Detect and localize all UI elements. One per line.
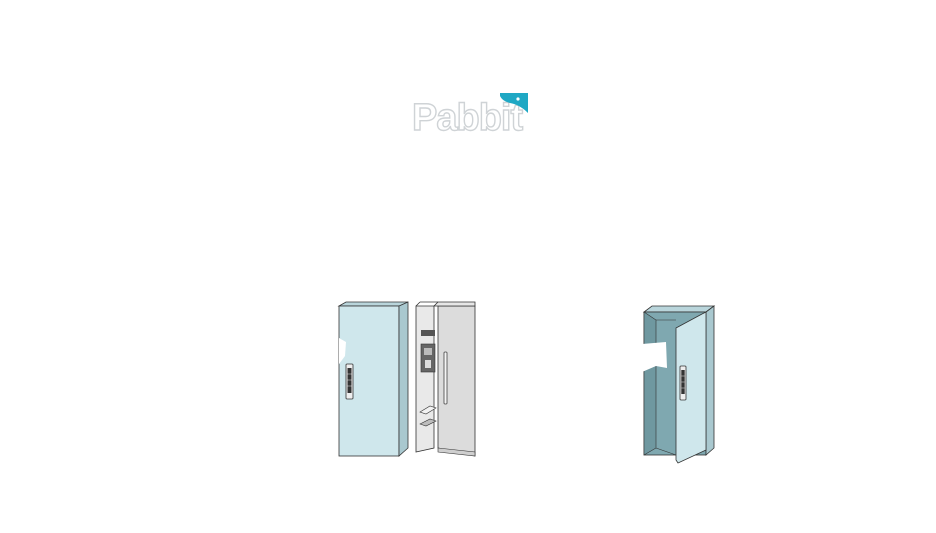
locker-top <box>337 301 409 307</box>
brand-logo: Pabbit <box>411 93 528 139</box>
fridge-door-open <box>415 305 435 453</box>
locker-top <box>642 305 716 313</box>
brand-wordmark: Pabbit <box>411 97 524 139</box>
bird-icon <box>500 93 528 113</box>
locker-door-open <box>675 311 707 464</box>
refrigerator <box>437 305 476 457</box>
open-locker-illustration <box>642 305 716 464</box>
locker-fridge-illustration <box>337 301 476 457</box>
fridge-handle <box>443 351 448 405</box>
locker-side <box>398 301 409 457</box>
locker-side <box>705 305 715 456</box>
